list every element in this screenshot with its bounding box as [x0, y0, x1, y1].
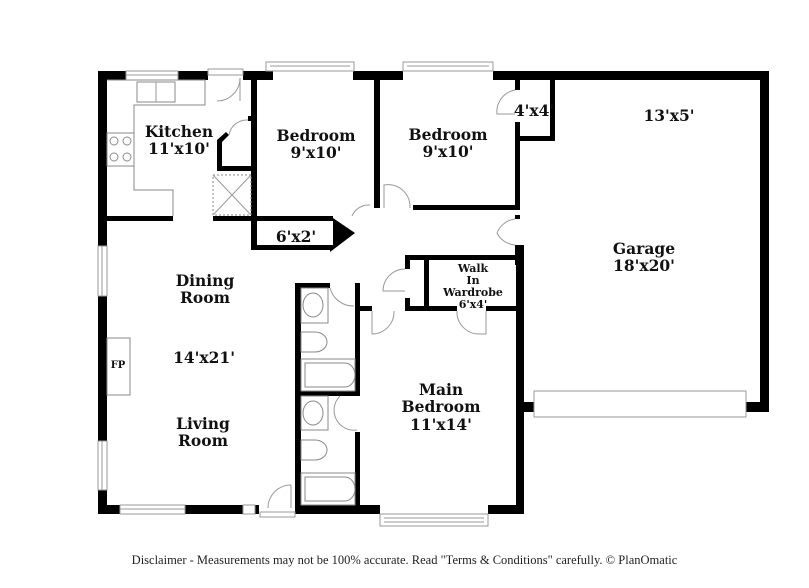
main-bedroom-size: 11'x14': [410, 414, 472, 434]
garage-name: Garage: [612, 239, 676, 258]
bedroom-2-name: Bedroom: [408, 125, 488, 144]
garage-storage-label: 13'x5': [643, 106, 695, 125]
main-bedroom-name-1: Main: [418, 380, 464, 399]
interior-walls: [107, 78, 555, 514]
bedroom-1-size: 9'x10': [290, 143, 342, 163]
kitchen-label: Kitchen 11'x10': [145, 123, 213, 158]
living-dining-size-label: 14'x21': [173, 348, 235, 367]
doors: [207, 68, 516, 518]
garage-storage-size: 13'x5': [643, 106, 695, 125]
living-room-name-1: Living: [176, 414, 230, 433]
fireplace-label: FP: [111, 360, 126, 371]
living-room-label: Living Room: [176, 415, 230, 450]
main-bedroom-name-2: Bedroom: [401, 397, 481, 417]
main-bedroom-label: Main Bedroom 11'x14': [401, 381, 480, 433]
walk-in-wardrobe-label: Walk In Wardrobe 6'x4': [443, 262, 503, 312]
bedroom-2-size: 9'x10': [422, 142, 474, 162]
bedroom-2-label: Bedroom 9'x10': [408, 126, 487, 161]
dining-room-label: Dining Room: [176, 272, 235, 307]
disclaimer-text: Disclaimer - Measurements may not be 100…: [131, 553, 678, 567]
closet-6x2-size: 6'x2': [275, 227, 317, 246]
bathroom-fixtures: [300, 287, 356, 506]
wardrobe-line-3: Wardrobe: [443, 286, 503, 300]
bedroom-1-name: Bedroom: [276, 126, 356, 145]
bedroom-1-label: Bedroom 9'x10': [276, 127, 355, 162]
kitchen-fixtures: [106, 79, 252, 216]
wardrobe-line-1: Walk: [457, 262, 489, 275]
closet-4x4-size: 4'x4': [513, 101, 555, 120]
dining-room-name-1: Dining: [175, 271, 235, 290]
exterior-walls: [98, 71, 769, 514]
fireplace-text: FP: [110, 360, 126, 371]
living-dining-size: 14'x21': [173, 348, 235, 367]
garage-label: Garage 18'x20': [613, 240, 675, 275]
closet-4x4-label: 4'x4': [513, 101, 555, 120]
kitchen-size: 11'x10': [148, 139, 210, 159]
dining-room-name-2: Room: [180, 288, 230, 308]
wardrobe-size: 6'x4': [458, 298, 488, 312]
wardrobe-line-2: In: [466, 274, 480, 288]
living-room-name-2: Room: [178, 431, 228, 451]
closet-6x2-label: 6'x2': [275, 227, 317, 246]
windows: [97, 61, 747, 527]
kitchen-name: Kitchen: [144, 122, 214, 141]
fireplace-box: [106, 337, 131, 396]
garage-size: 18'x20': [613, 256, 675, 276]
